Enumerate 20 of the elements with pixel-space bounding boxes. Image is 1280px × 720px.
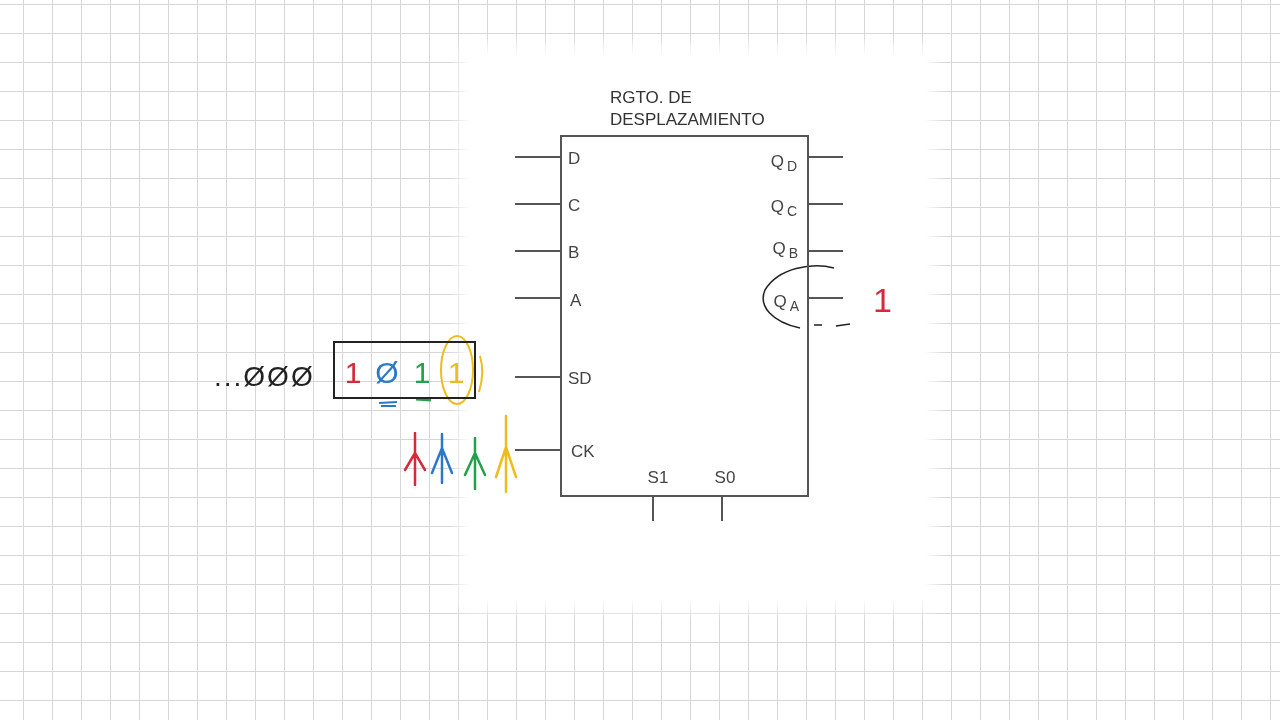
pin-label: C — [568, 195, 581, 217]
pin-label: Q$_{C}$ — [770, 196, 797, 218]
bit-digit: 1 — [447, 357, 465, 389]
bit-digit: 1 — [413, 357, 431, 389]
pin-label: D — [568, 148, 581, 170]
block-title: RGTO. DE DESPLAZAMIENTO — [610, 87, 766, 131]
pin-label: S0 — [714, 467, 736, 489]
bit-register-box — [333, 341, 476, 399]
pin-label: CK — [571, 441, 595, 463]
bit-digit: Ø — [375, 357, 399, 389]
pin-label: B — [568, 242, 580, 264]
pin-label: Q$_{D}$ — [770, 151, 797, 173]
bit-digit: 1 — [344, 357, 362, 389]
bit-stream-text: ...ØØØ — [214, 361, 315, 393]
pin-label: Q$_{A}$ — [773, 291, 799, 313]
pin-label: Q$_{B}$ — [772, 238, 798, 260]
pin-label: SD — [568, 368, 592, 390]
pin-label: S1 — [647, 467, 669, 489]
output-bit-text: 1 — [873, 281, 892, 319]
pin-label: A — [570, 290, 582, 312]
